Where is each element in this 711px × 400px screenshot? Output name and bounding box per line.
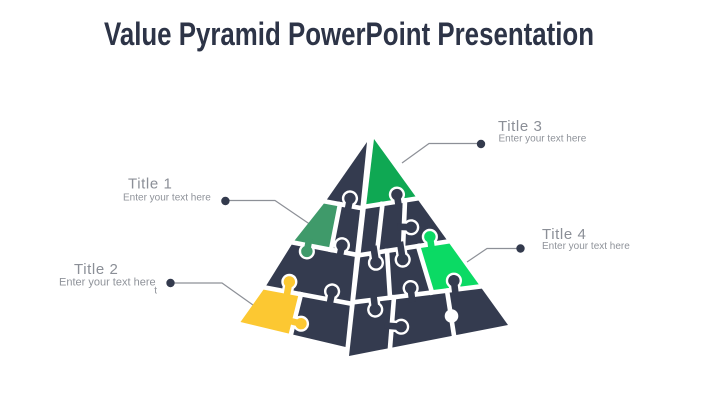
svg-text:Title 3: Title 3	[498, 118, 543, 135]
svg-text:Enter your text here: Enter your text here	[59, 277, 156, 289]
svg-text:Enter your text here: Enter your text here	[123, 193, 211, 204]
svg-text:Enter your text here: Enter your text here	[499, 134, 587, 145]
svg-text:t: t	[154, 286, 157, 297]
svg-text:Value Pyramid PowerPoint Prese: Value Pyramid PowerPoint Presentation	[104, 16, 594, 52]
svg-text:Title 1: Title 1	[128, 176, 173, 193]
svg-text:Enter your text here: Enter your text here	[542, 241, 630, 252]
svg-text:Title 2: Title 2	[74, 261, 119, 278]
svg-text:Title 4: Title 4	[542, 226, 587, 243]
